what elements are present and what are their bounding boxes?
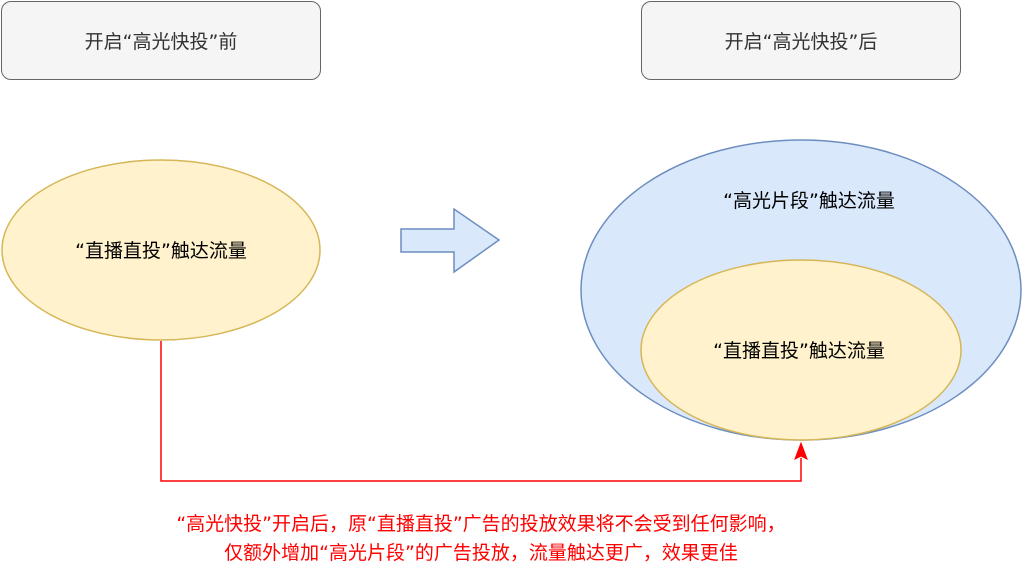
live-traffic-label: “直播直投”触达流量 (75, 240, 247, 262)
connector-line (160, 341, 802, 482)
highlight-traffic-label: “高光片段”触达流量 (723, 190, 895, 212)
after-label: 开启“高光快投”后 (724, 31, 878, 53)
caption-line-1: “高光快投”开启后，原“直播直投”广告的投放效果将不会受到任何影响， (176, 513, 786, 535)
live-traffic-inner-ellipse (640, 259, 962, 441)
live-traffic-ellipse (1, 159, 321, 341)
connector-arrowhead (794, 441, 808, 461)
transition-arrow (400, 207, 501, 274)
before-label: 开启“高光快投”前 (84, 31, 238, 53)
caption-line-2: 仅额外增加“高光片段”的广告投放，流量触达更广，效果更佳 (224, 542, 738, 564)
after-label-box: 开启“高光快投”后 (641, 1, 961, 80)
live-traffic-inner-label: “直播直投”触达流量 (713, 340, 885, 362)
explanation-caption: “高光快投”开启后，原“直播直投”广告的投放效果将不会受到任何影响， 仅额外增加… (0, 510, 962, 568)
before-label-box: 开启“高光快投”前 (1, 1, 321, 80)
